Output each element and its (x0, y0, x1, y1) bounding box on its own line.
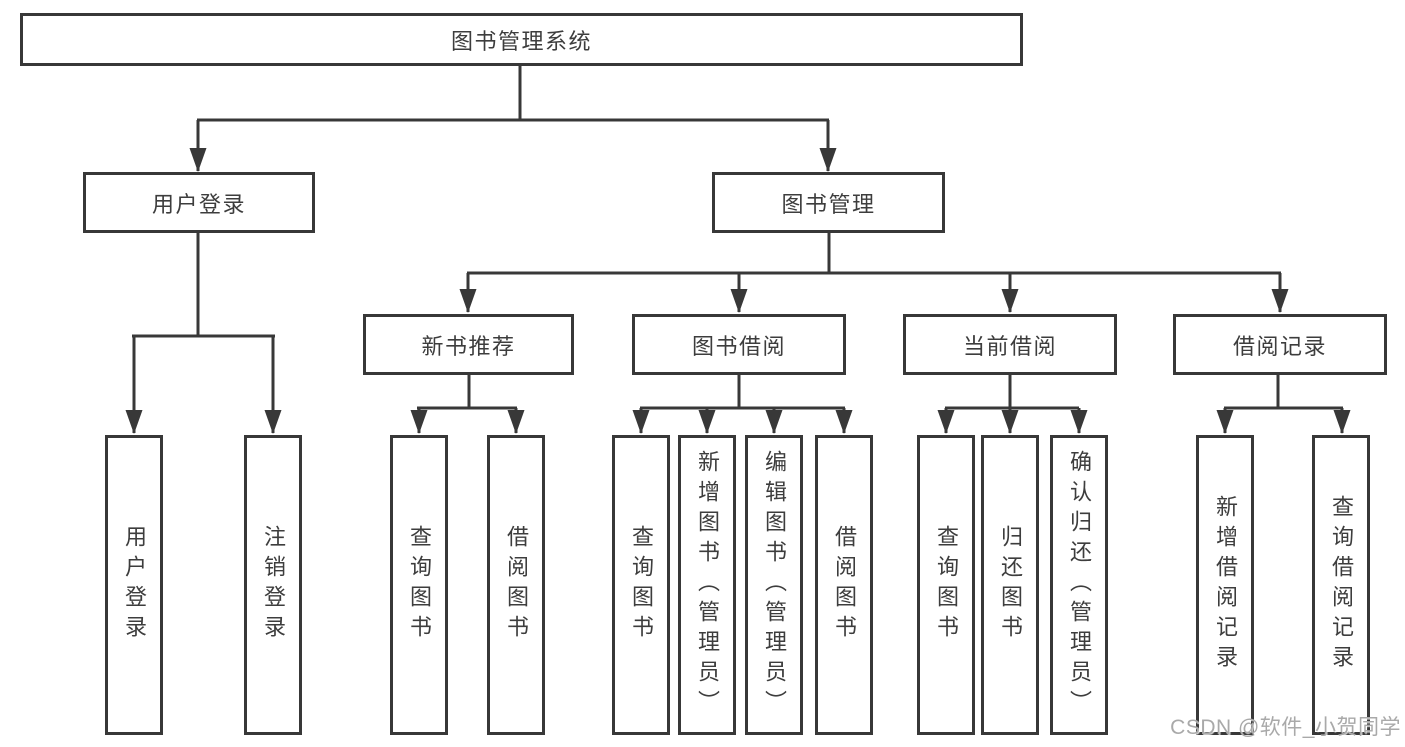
leaf-borrow-books: 借阅图书 (815, 435, 873, 735)
node-label: 借阅记录 (1232, 333, 1327, 359)
leaf-user-login: 用户登录 (105, 435, 163, 735)
node-book-borrowing: 图书借阅 (632, 314, 846, 375)
leaf-confirm-return-admin: 确认归还（管理员） (1050, 435, 1108, 735)
node-root-system: 图书管理系统 (20, 13, 1023, 66)
node-current-borrowing: 当前借阅 (903, 314, 1117, 375)
leaf-label: 查询借阅记录 (1329, 495, 1354, 675)
leaf-add-borrow-record: 新增借阅记录 (1196, 435, 1254, 735)
node-label: 当前借阅 (962, 333, 1057, 359)
leaf-label: 借阅图书 (504, 525, 529, 645)
leaf-label: 用户登录 (122, 525, 147, 645)
leaf-label: 新增借阅记录 (1213, 495, 1238, 675)
leaf-label: 查询图书 (407, 525, 432, 645)
connector-book-management-children (459, 233, 1289, 313)
leaf-label: 新增图书（管理员） (695, 450, 720, 720)
node-label: 用户登录 (151, 191, 246, 217)
node-label: 新书推荐 (421, 333, 516, 359)
node-label: 图书借阅 (691, 333, 786, 359)
leaf-label: 编辑图书（管理员） (762, 450, 787, 720)
leaf-borrow-books: 借阅图书 (487, 435, 545, 735)
leaf-label: 确认归还（管理员） (1067, 450, 1092, 720)
leaf-label: 归还图书 (998, 525, 1023, 645)
leaf-label: 借阅图书 (832, 525, 857, 645)
leaf-return-books: 归还图书 (981, 435, 1039, 735)
csdn-watermark: CSDN @软件_小贺同学 (1170, 716, 1401, 739)
leaf-label: 注销登录 (261, 525, 286, 645)
leaf-add-books-admin: 新增图书（管理员） (678, 435, 736, 735)
leaf-query-borrow-record: 查询借阅记录 (1312, 435, 1370, 735)
leaf-edit-books-admin: 编辑图书（管理员） (745, 435, 803, 735)
leaf-query-books: 查询图书 (390, 435, 448, 735)
leaf-label: 查询图书 (934, 525, 959, 645)
connector-user-login-children (125, 233, 282, 434)
connector-current-borrowing-children (937, 375, 1088, 434)
leaf-logout: 注销登录 (244, 435, 302, 735)
leaf-query-books: 查询图书 (917, 435, 975, 735)
connector-borrowing-records-children (1216, 375, 1351, 434)
leaf-label: 查询图书 (629, 525, 654, 645)
leaf-query-books: 查询图书 (612, 435, 670, 735)
node-label: 图书管理系统 (450, 28, 592, 54)
connector-new-book-children (410, 375, 525, 434)
connector-root-to-level2 (189, 66, 837, 172)
node-book-management: 图书管理 (712, 172, 945, 233)
node-label: 图书管理 (781, 191, 876, 217)
connector-book-borrowing-children (632, 375, 853, 434)
node-user-login: 用户登录 (83, 172, 315, 233)
node-borrowing-records: 借阅记录 (1173, 314, 1387, 375)
node-new-book-recommendation: 新书推荐 (363, 314, 574, 375)
